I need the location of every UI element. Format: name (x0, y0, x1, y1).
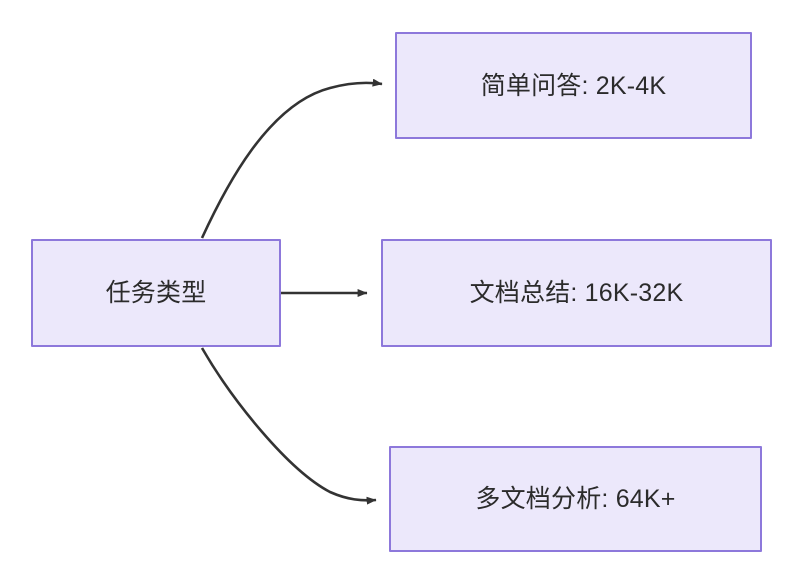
node-task-type[interactable]: 任务类型 (31, 239, 281, 347)
node-simple-qa[interactable]: 简单问答: 2K-4K (395, 32, 752, 139)
node-doc-summary[interactable]: 文档总结: 16K-32K (381, 239, 772, 347)
node-label: 多文档分析: 64K+ (475, 485, 676, 513)
edge-source-to-simple-qa (200, 78, 383, 239)
node-label: 任务类型 (105, 279, 207, 307)
node-label: 文档总结: 16K-32K (469, 279, 684, 307)
edge-source-to-multi-doc (200, 347, 377, 505)
node-label: 简单问答: 2K-4K (480, 71, 667, 100)
node-multi-doc[interactable]: 多文档分析: 64K+ (389, 446, 762, 552)
